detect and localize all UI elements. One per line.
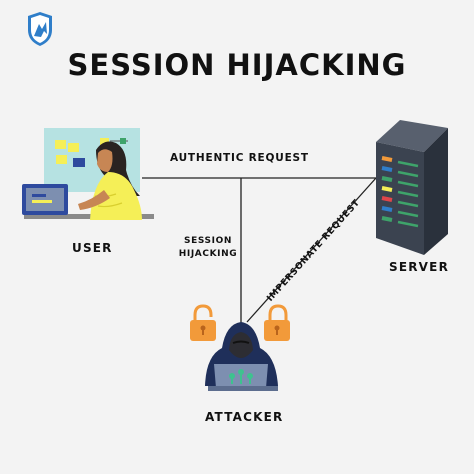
circuit-emblem: [229, 369, 253, 384]
server-vents: [397, 160, 419, 228]
server-label: SERVER: [389, 260, 450, 274]
authentic-request-label: AUTHENTIC REQUEST: [170, 152, 309, 164]
user-at-laptop-icon: [22, 128, 154, 220]
session-hijacking-label: SESSION HIJACKING: [178, 235, 238, 261]
server-rack-icon: [376, 120, 448, 255]
connectors: [142, 177, 377, 325]
lock-icon: [190, 304, 216, 341]
impersonate-request-line: [246, 177, 377, 323]
session-hijacking-label-line1: SESSION: [184, 236, 232, 246]
attacker-label: ATTACKER: [205, 410, 284, 424]
hooded-attacker-icon: [205, 322, 278, 391]
user-label: USER: [72, 241, 113, 255]
shield-logo-icon: [28, 12, 52, 46]
page-title: SESSION HIJACKING: [67, 48, 407, 82]
server-status-lights: [381, 156, 393, 222]
lock-icon: [264, 304, 290, 341]
session-hijacking-label-line2: HIJACKING: [178, 249, 238, 259]
